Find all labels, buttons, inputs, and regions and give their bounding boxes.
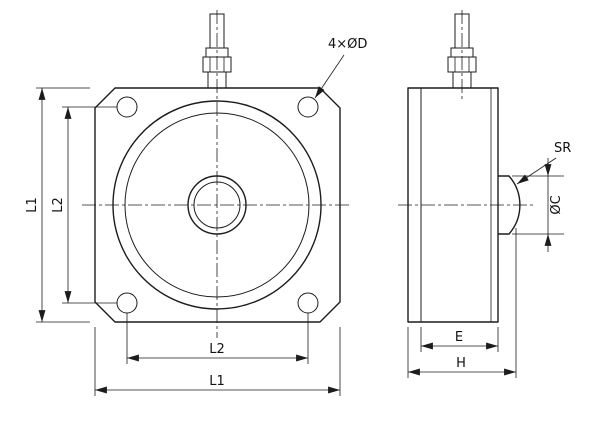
- dim-outer-height-label: L1: [25, 197, 40, 213]
- holes-callout: 4×ØD: [314, 37, 367, 99]
- gland-nut-facets-side: [454, 57, 470, 72]
- front-view: 4×ØD L1 L2 L2 L1: [25, 10, 367, 396]
- dim-button-diameter: ØC: [512, 158, 564, 252]
- gland-neck-front: [207, 71, 227, 89]
- dim-body-depth-label: E: [455, 330, 463, 345]
- bolt-hole-bottom-left: [116, 292, 138, 314]
- dim-outer-height: L1: [25, 87, 90, 323]
- dim-body-depth: E: [420, 327, 499, 352]
- center-boss-circle: [187, 175, 247, 235]
- holes-callout-label: 4×ØD: [328, 37, 367, 52]
- body-inner-circle: [124, 112, 310, 298]
- holes-callout-leader: [314, 54, 345, 99]
- gland-neck-side: [452, 71, 472, 89]
- side-view: SR ØC E H: [398, 10, 571, 378]
- body-outer-circle: [112, 100, 322, 310]
- cable-gland-front: [202, 13, 232, 89]
- center-hole-circle: [193, 181, 241, 229]
- dim-outer-width: L1: [94, 327, 341, 396]
- dim-overall-depth: H: [407, 228, 517, 378]
- cable-gland-side: [447, 13, 477, 89]
- dim-inner-height: L2: [51, 106, 117, 304]
- mounting-flange-outline: [94, 87, 341, 323]
- dim-button-diameter-label: ØC: [549, 195, 564, 214]
- bolt-hole-bottom-right: [297, 292, 319, 314]
- dim-outer-width-label: L1: [209, 374, 225, 389]
- dim-inner-width-label: L2: [209, 342, 225, 357]
- bolt-hole-top-right: [297, 96, 319, 118]
- dim-overall-depth-label: H: [456, 356, 466, 371]
- gland-nut-facets-front: [209, 57, 225, 72]
- ext-line: [94, 327, 341, 396]
- ext-line: [512, 175, 564, 235]
- bolt-hole-top-left: [116, 96, 138, 118]
- dim-inner-width: L2: [126, 313, 309, 364]
- sphere-radius-label: SR: [554, 141, 571, 156]
- sphere-radius-callout: SR: [516, 141, 571, 185]
- load-button-profile: [498, 175, 521, 235]
- dim-inner-height-label: L2: [51, 197, 66, 213]
- sphere-radius-leader: [516, 157, 557, 185]
